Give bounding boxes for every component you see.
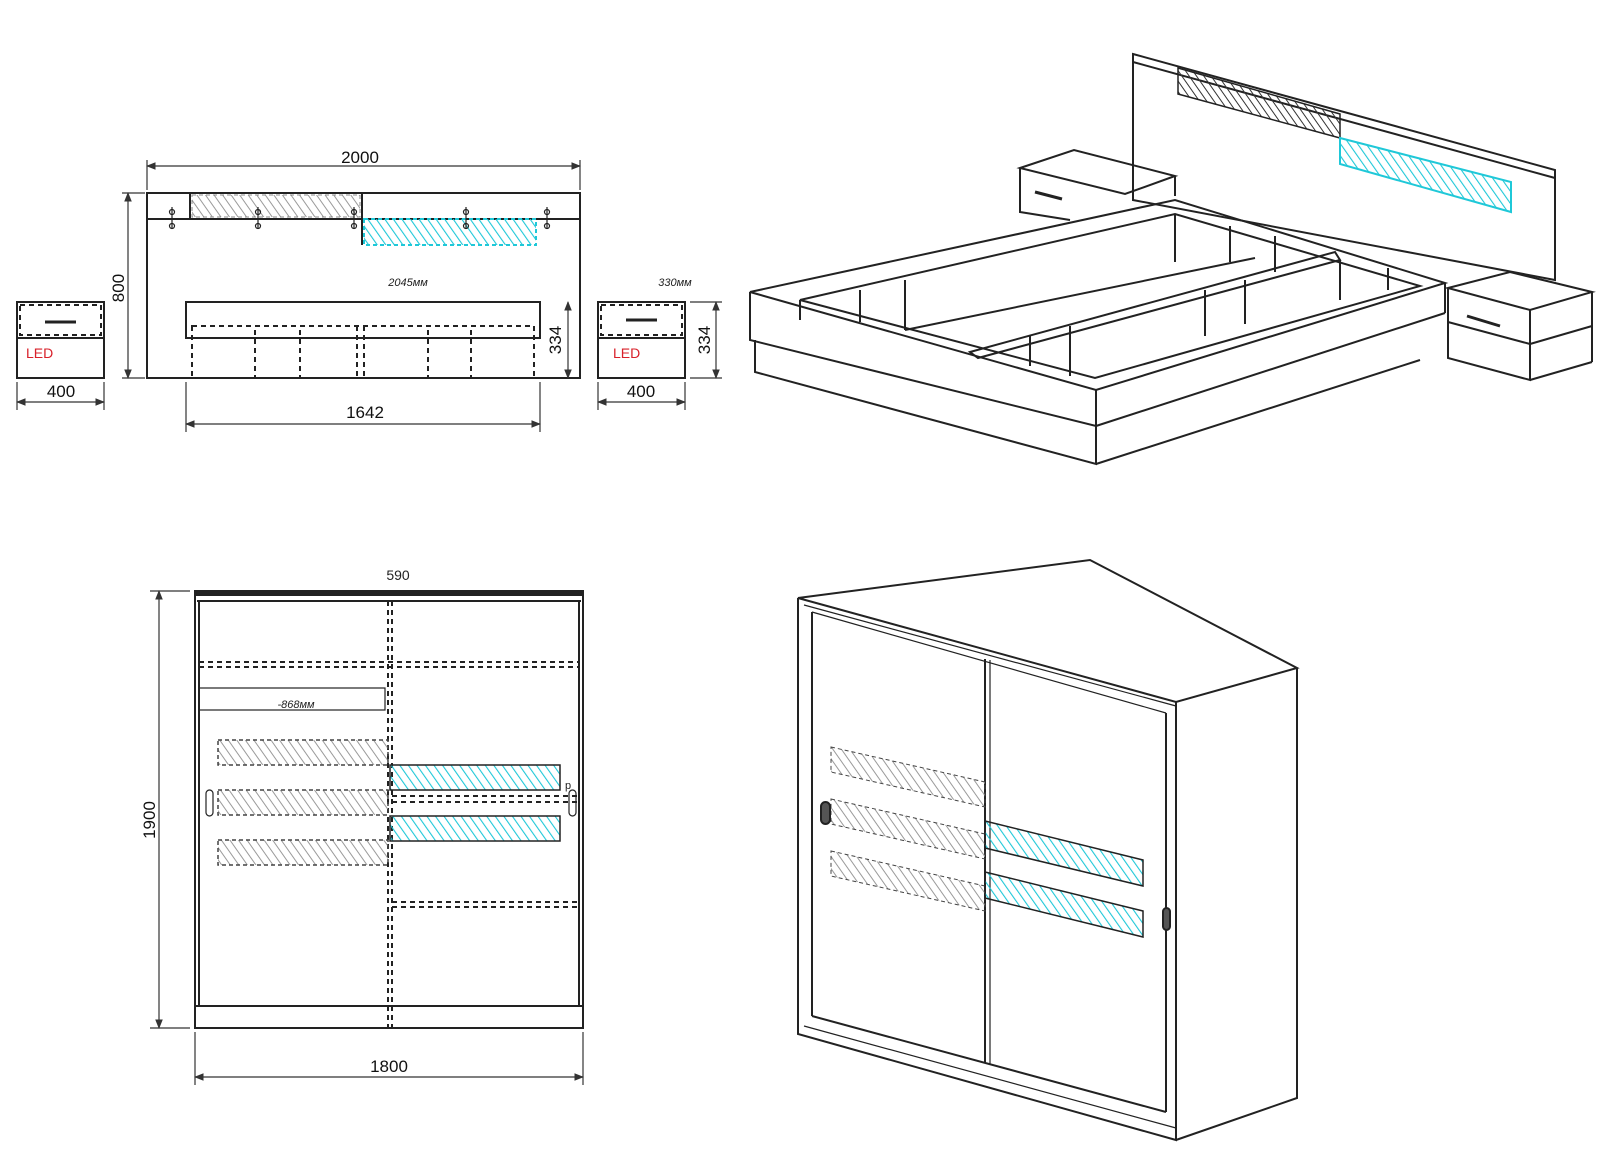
wardrobe-hanger-rail [198,687,386,711]
bed-inner-length-label: 2045мм [387,277,428,289]
wardrobe-depth-label: 590 [386,567,410,583]
drawer-handle-icon [1466,314,1501,328]
door-handle-icon [820,801,831,825]
bed-base-height-label: 334 [546,326,565,354]
nightstand-right-depth-label: 330мм [658,277,692,289]
iso-wardrobe-decor-gray [830,746,986,808]
door-handle-icon [205,789,214,817]
wardrobe-width-label: 1800 [370,1057,408,1076]
bed-front-view: 2000 800 2045мм 1642 334 [109,148,581,432]
headboard-led-panel [363,218,537,246]
nightstand-left-width-label: 400 [47,382,75,401]
iso-wardrobe-decor-gray [830,850,986,912]
bed-base-hidden-frame [191,325,535,379]
nightstand-right-drawer [600,304,683,336]
wardrobe-led-strip [389,764,561,791]
headboard-decor-gray [191,194,361,218]
headboard-outline [146,192,581,379]
wardrobe-shelf-width-label: -868мм [277,699,315,711]
iso-headboard-led [1339,136,1512,214]
nightstand-left-front: LED 400 [16,301,105,410]
iso-nightstand-left-top [1016,148,1179,196]
fastener-pins [168,207,551,230]
nightstand-right-body [597,301,686,379]
iso-headboard-decor [1177,67,1341,139]
bed-isometric-view [749,52,1596,466]
door-handle-icon [568,789,577,817]
wardrobe-decor-gray [217,789,389,816]
nightstand-right-height-label: 334 [695,326,714,354]
door-handle-icon [1162,907,1171,931]
nightstand-left-drawer [19,304,102,336]
drawer-handle-icon [1034,190,1063,201]
iso-headboard [1132,52,1556,282]
wardrobe-marker-label: p [565,780,571,792]
wardrobe-decor-gray [217,739,389,766]
wardrobe-front-view: 590 -868мм p 1900 [140,567,584,1085]
nightstand-right-led-label: LED [613,345,640,361]
nightstand-right-front: 330мм LED 400 334 [597,277,722,410]
iso-wardrobe-led-strip [984,820,1144,887]
wardrobe-led-strip [389,815,561,842]
wardrobe-isometric-view [797,558,1300,1142]
wardrobe-decor-gray [217,839,389,866]
iso-bed-frame-inner [799,212,1424,380]
iso-wardrobe-led-strip [984,871,1144,938]
iso-wardrobe-decor-gray [830,798,986,860]
bed-base-top [185,301,541,339]
bed-width-label: 2000 [341,148,379,167]
iso-wardrobe-top [797,558,1300,704]
nightstand-left-body [16,301,105,379]
iso-nightstand-right-top [1444,270,1596,312]
wardrobe-height-label: 1900 [140,801,159,839]
nightstand-right-width-label: 400 [627,382,655,401]
bed-height-label: 800 [109,274,128,302]
bed-base-width-label: 1642 [346,403,384,422]
nightstand-left-led-label: LED [26,345,53,361]
